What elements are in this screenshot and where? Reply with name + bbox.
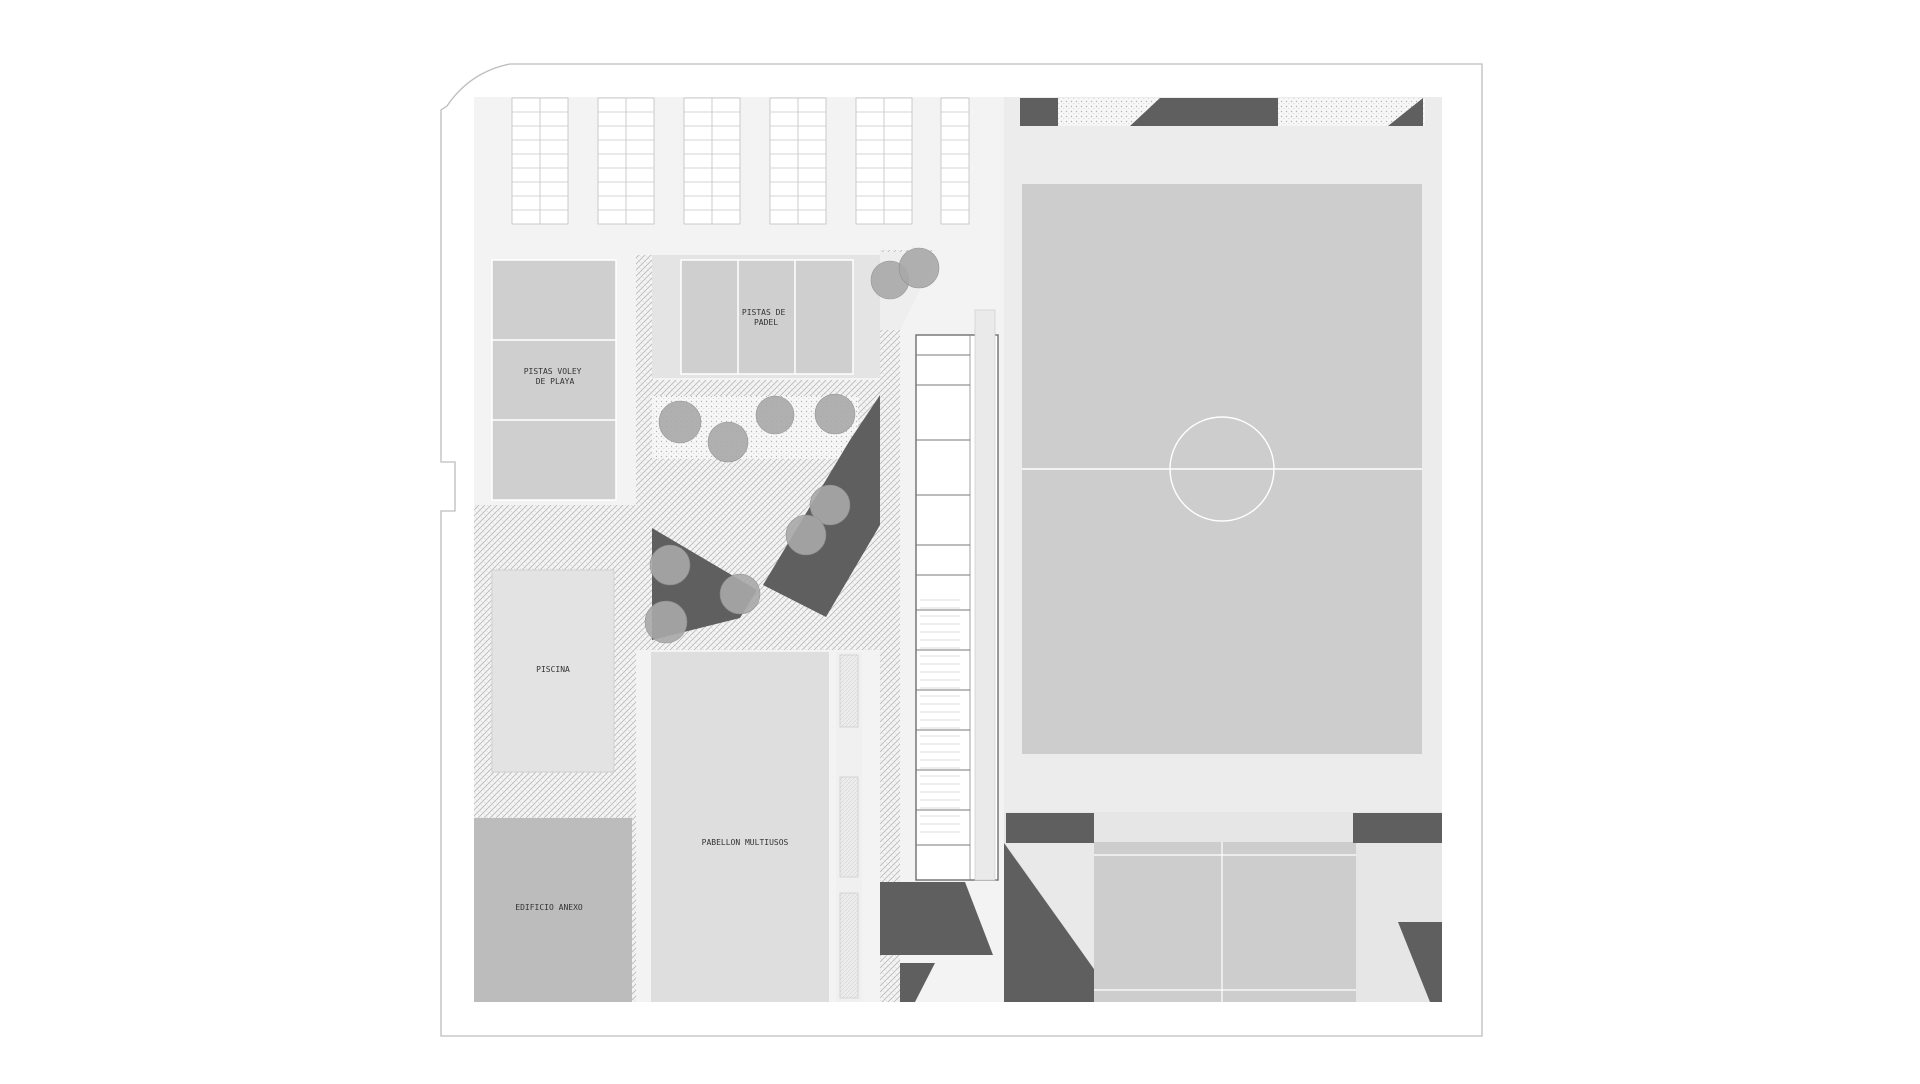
football-pitch — [1022, 184, 1422, 754]
padel-courts — [652, 255, 880, 378]
central-walkway — [880, 250, 935, 1002]
label-beach-volley: PISTAS VOLEY DE PLAYA — [524, 367, 587, 386]
tree — [649, 544, 691, 586]
tree — [719, 573, 761, 615]
annex-building — [474, 818, 632, 1002]
label-padel-line2: PADEL — [754, 318, 778, 327]
label-pavilion: PABELLON MULTIUSOS — [702, 838, 789, 847]
dark-corner-north — [1130, 98, 1278, 126]
parking-block — [597, 97, 655, 225]
dark-paving-south — [880, 882, 993, 955]
parking-block — [511, 97, 569, 225]
path-hatched — [636, 255, 653, 505]
tree — [814, 393, 856, 435]
parking-block — [855, 97, 913, 225]
dark-corner-nw — [1020, 98, 1058, 126]
tree — [898, 247, 940, 289]
tree — [755, 395, 795, 435]
beach-volley-courts — [491, 259, 617, 501]
tree — [809, 484, 851, 526]
stand-strip — [974, 309, 996, 881]
tree — [707, 421, 749, 463]
label-pool: PISCINA — [536, 665, 570, 674]
south-courts — [1004, 812, 1442, 1002]
parking-block — [683, 97, 741, 225]
pavilion-stands — [836, 652, 862, 1002]
label-volley-line2: DE PLAYA — [536, 377, 575, 386]
label-annex: EDIFICIO ANEXO — [515, 903, 583, 912]
parking-block — [940, 97, 970, 225]
trees — [644, 247, 940, 644]
label-padel: PISTAS DE PADEL — [742, 308, 790, 327]
parking-block — [769, 97, 827, 225]
parking-area — [511, 97, 970, 225]
label-padel-line1: PISTAS DE — [742, 308, 786, 317]
multipurpose-pavilion — [651, 652, 829, 1002]
dark-paving-south-small — [900, 963, 935, 1002]
label-volley-line1: PISTAS VOLEY — [524, 367, 582, 376]
dark-corner-ne — [1388, 98, 1423, 126]
tree — [644, 600, 688, 644]
tree — [785, 514, 827, 556]
swimming-pool — [491, 569, 615, 773]
tree — [658, 400, 702, 444]
